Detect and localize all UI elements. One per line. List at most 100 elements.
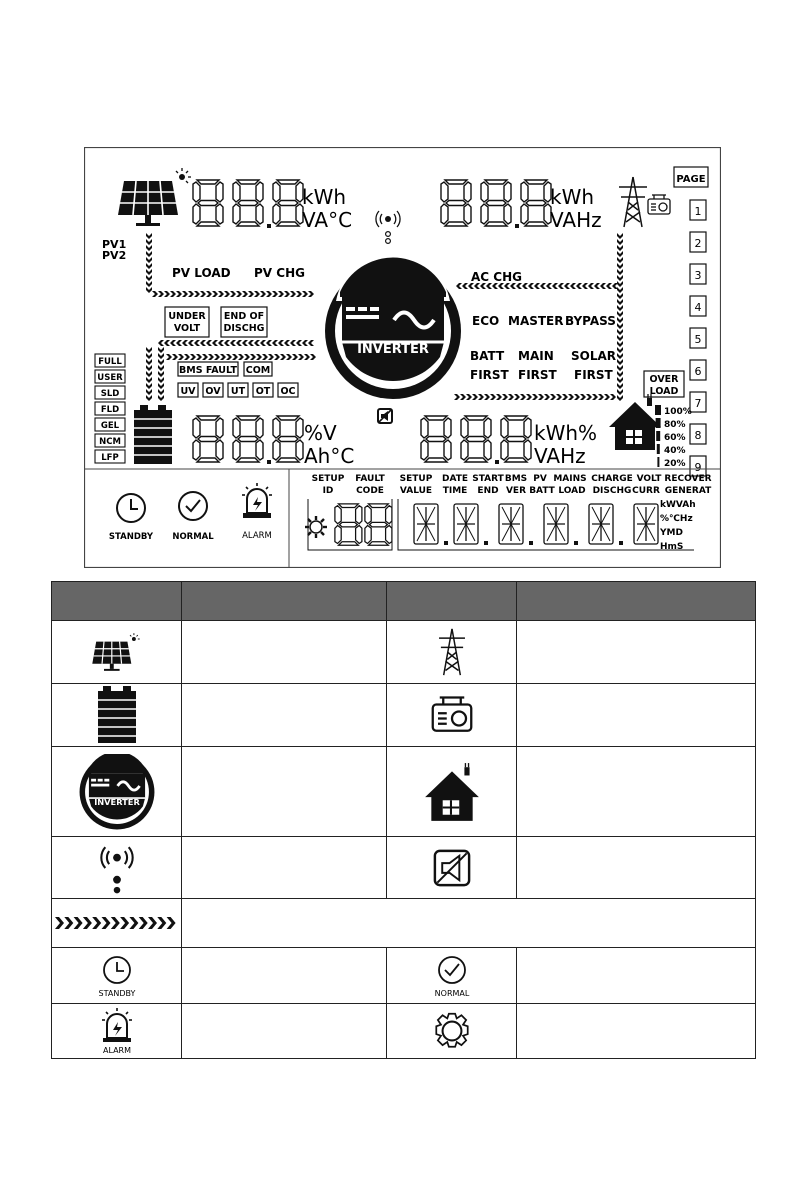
inverter-icon: INVERTER [79, 753, 154, 829]
load-level-label: 40% [664, 446, 686, 456]
flow-arrow [91, 917, 101, 929]
priority-batt-1: BATT [470, 349, 505, 363]
battery-unit-top: %V [304, 421, 337, 445]
battery-type-box [94, 369, 126, 384]
recover-2: GENERAT [665, 486, 712, 496]
pylon-icon [438, 628, 465, 676]
segment-dot [619, 541, 623, 545]
flow-arrow [110, 917, 120, 929]
legend-row: INVERTER [51, 746, 756, 837]
page-number-box [689, 327, 707, 349]
charge-2: DISCHG [593, 486, 632, 496]
solar-panel-icon [118, 168, 191, 226]
legend-row: ALARM [51, 1003, 756, 1059]
energy-flow-arrow-icon [54, 917, 176, 929]
load-level-label: 100% [664, 407, 692, 417]
mains-1: MAINS [553, 474, 586, 484]
under-volt-box [164, 306, 210, 338]
battery-type-box [94, 417, 126, 432]
flow-arrow [156, 917, 166, 929]
load-level-bar [656, 444, 660, 454]
page-number: 4 [695, 301, 702, 314]
load-level-bar [656, 431, 661, 441]
oc-label: OC [280, 386, 295, 397]
pv-1: PV [533, 474, 547, 484]
load-level-bar [655, 405, 661, 415]
fault-code-2: CODE [356, 486, 384, 496]
mains-2: LOAD [558, 486, 585, 496]
setup-value-1: SETUP [400, 474, 433, 484]
flow-arrow [128, 917, 138, 929]
com-box [243, 361, 273, 377]
generator-icon [647, 194, 671, 215]
battery-type-box [94, 353, 126, 368]
mode-bypass: BYPASS [565, 314, 616, 328]
battery-type-label: SLD [101, 389, 120, 399]
battery-type-label: GEL [101, 421, 120, 431]
load-level-label: 60% [664, 433, 686, 443]
battery-digits [192, 415, 304, 464]
volt-1: VOLT [637, 474, 663, 484]
legend-row [51, 620, 756, 684]
end-dischg-line2: DISCHG [224, 323, 265, 334]
segment-dot [529, 541, 533, 545]
grid-unit-top: kWh [550, 185, 594, 209]
ac-chg-label: AC CHG [471, 270, 522, 284]
pv1-label: PV1 [102, 238, 126, 251]
inverter-icon: INVERTER [325, 253, 461, 399]
flow-arrow [147, 917, 157, 929]
standby-icon [116, 493, 146, 523]
mute-icon [433, 849, 470, 886]
flow-arrow [166, 917, 176, 929]
house-icon [609, 394, 661, 450]
battery-type-box [94, 433, 126, 448]
page-number: 2 [695, 237, 702, 250]
fault-code-1: FAULT [355, 474, 385, 484]
battery-icon [134, 405, 172, 464]
under-volt-line2: VOLT [174, 323, 201, 334]
pylon-icon [619, 176, 647, 228]
legend-inverter-label: INVERTER [94, 797, 140, 807]
pv-chg-label: PV CHG [254, 266, 305, 280]
battery-unit-bottom: Ah°C [304, 444, 354, 468]
recover-1: RECOVER [664, 474, 711, 484]
load-level-bars: 100%80%60%40%20% [655, 405, 692, 469]
under-volt-line1: UNDER [168, 311, 206, 322]
segment-dot [444, 541, 448, 545]
end-dischg-box [220, 306, 268, 338]
pv-load-label: PV LOAD [172, 266, 231, 280]
bms-1: BMS [505, 474, 527, 484]
setup-id-1: SETUP [312, 474, 345, 484]
right-unit-2: %℃Hz [660, 514, 693, 524]
battery-type-box [94, 449, 126, 464]
overload-line1: OVER [650, 374, 680, 385]
date-2: TIME [443, 486, 468, 496]
normal-icon [178, 491, 208, 521]
right-unit-4: HmS [660, 542, 683, 552]
inverter-label: INVERTER [357, 342, 429, 357]
mode-master: MASTER [508, 314, 564, 328]
flow-arrow [138, 917, 148, 929]
generator-icon [431, 696, 472, 732]
alarm-icon: ALARM [101, 1008, 132, 1055]
load-level-label: 20% [664, 459, 686, 469]
page-label: PAGE [676, 174, 705, 185]
pv-2: BATT [529, 486, 555, 496]
page-number: 7 [695, 397, 702, 410]
legend-header-row [51, 581, 756, 621]
page-number-box [689, 263, 707, 285]
page-number-box [689, 199, 707, 221]
load-level-bar [655, 418, 661, 428]
page-number: 6 [695, 365, 702, 378]
end-dischg-line1: END OF [224, 311, 264, 322]
mode-eco: ECO [472, 314, 499, 328]
battery-type-label: NCM [99, 437, 121, 447]
legend-row [51, 836, 756, 899]
page-number-box [689, 295, 707, 317]
priority-main-2: FIRST [518, 368, 558, 382]
pv-unit-top: kWh [302, 185, 346, 209]
charge-1: CHARGE [591, 474, 633, 484]
